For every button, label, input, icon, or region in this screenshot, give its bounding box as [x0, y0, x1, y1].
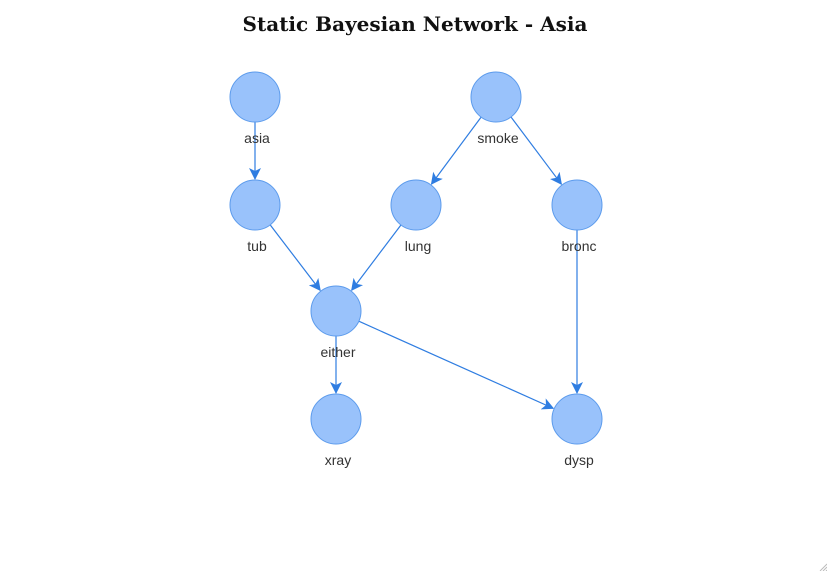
node-circle-asia[interactable] [229, 71, 281, 123]
node-asia[interactable]: asia [229, 71, 281, 146]
node-label-tub: tub [247, 238, 267, 254]
node-label-xray: xray [325, 452, 351, 468]
edge-tub-to-either [269, 224, 321, 292]
node-label-either: either [320, 344, 355, 360]
node-label-smoke: smoke [477, 130, 518, 146]
resize-handle-icon[interactable] [819, 563, 827, 571]
node-bronc[interactable]: bronc [551, 179, 603, 254]
node-circle-dysp[interactable] [551, 393, 603, 445]
node-label-lung: lung [405, 238, 431, 254]
node-circle-bronc[interactable] [551, 179, 603, 231]
node-circle-tub[interactable] [229, 179, 281, 231]
edge-smoke-to-lung [430, 116, 482, 185]
node-label-bronc: bronc [561, 238, 596, 254]
node-lung[interactable]: lung [390, 179, 442, 254]
node-either[interactable]: either [310, 285, 362, 360]
edge-smoke-to-bronc [510, 116, 563, 185]
node-smoke[interactable]: smoke [470, 71, 522, 146]
node-label-asia: asia [244, 130, 270, 146]
nodes-layer: asia smoke tub lung bronc either xray dysp [229, 71, 603, 468]
node-circle-either[interactable] [310, 285, 362, 337]
node-tub[interactable]: tub [229, 179, 281, 254]
edge-either-to-dysp [358, 320, 555, 410]
node-circle-smoke[interactable] [470, 71, 522, 123]
node-circle-xray[interactable] [310, 393, 362, 445]
diagram-title: Static Bayesian Network - Asia [242, 12, 588, 36]
node-label-dysp: dysp [564, 452, 594, 468]
node-xray[interactable]: xray [310, 393, 362, 468]
edge-lung-to-either [351, 224, 402, 292]
node-circle-lung[interactable] [390, 179, 442, 231]
node-dysp[interactable]: dysp [551, 393, 603, 468]
edges-layer [249, 116, 583, 410]
